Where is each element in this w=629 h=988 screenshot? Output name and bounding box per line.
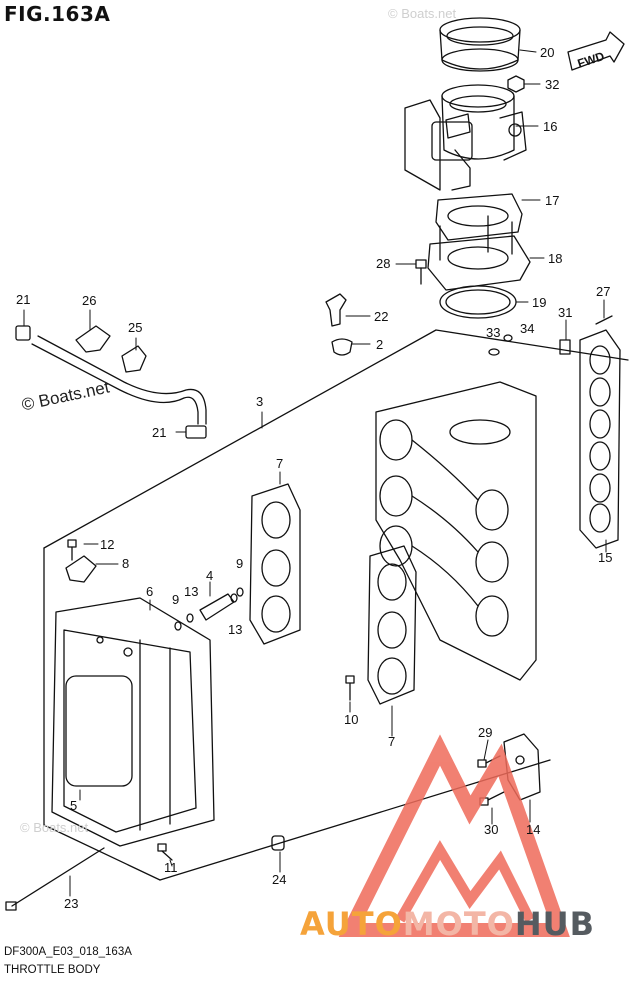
part-7-gasket-lower — [367, 545, 417, 705]
callout-27: 27 — [596, 284, 610, 299]
assembly-boundary-left — [43, 547, 161, 881]
fwd-arrow-icon: FWD — [567, 31, 625, 71]
callout-8: 8 — [122, 556, 129, 571]
brand-part-moto: MOTO — [402, 905, 515, 943]
callout-5: 5 — [70, 798, 77, 813]
part-13-o-ring-left — [186, 613, 194, 623]
callout-13-right: 13 — [228, 622, 242, 637]
part-11-bolt — [157, 843, 173, 861]
callout-4: 4 — [206, 568, 213, 583]
part-15-manifold-gasket — [579, 329, 621, 549]
callout-7-upper: 7 — [276, 456, 283, 471]
part-hose-assembly — [15, 325, 207, 439]
part-28-bolt — [415, 259, 427, 285]
callout-19: 19 — [532, 295, 546, 310]
assembly-boundary-box — [43, 329, 629, 549]
callout-7-lower: 7 — [388, 734, 395, 749]
callout-13-left: 13 — [184, 584, 198, 599]
callout-34: 34 — [520, 321, 534, 336]
callout-3: 3 — [256, 394, 263, 409]
callout-29: 29 — [478, 725, 492, 740]
part-22-elbow-fitting — [325, 293, 347, 327]
part-32-nut — [507, 75, 525, 93]
callout-25: 25 — [128, 320, 142, 335]
brand-part-hub: HUB — [514, 905, 596, 943]
part-20-intake-duct — [439, 17, 521, 72]
callout-24: 24 — [272, 872, 286, 887]
part-24-plug — [271, 835, 285, 851]
callout-28: 28 — [376, 256, 390, 271]
part-12-bolt — [67, 539, 77, 561]
part-16-throttle-body — [404, 84, 527, 191]
part-8-sensor — [65, 555, 97, 583]
part-27-stud — [595, 315, 613, 325]
figure-title: FIG.163A — [4, 2, 111, 26]
part-6-surge-tank — [51, 597, 215, 847]
callout-16: 16 — [543, 119, 557, 134]
callout-23: 23 — [64, 896, 78, 911]
callout-32: 32 — [545, 77, 559, 92]
watermark-faint-top: © Boats.net — [388, 6, 457, 21]
figure-name: THROTTLE BODY — [4, 964, 101, 976]
part-19-o-ring — [439, 285, 517, 319]
callout-20: 20 — [540, 45, 554, 60]
part-9-o-ring-left — [174, 621, 182, 631]
callout-14: 14 — [526, 822, 540, 837]
callout-9-left: 9 — [172, 592, 179, 607]
part-33-washer — [488, 348, 500, 356]
callout-2: 2 — [376, 337, 383, 352]
callout-21-top: 21 — [16, 292, 30, 307]
part-2-plug — [331, 338, 353, 356]
brand-part-auto: AUTO — [300, 905, 403, 943]
callout-12: 12 — [100, 537, 114, 552]
callout-10: 10 — [344, 712, 358, 727]
callout-15: 15 — [598, 550, 612, 565]
callout-labels: 20 32 16 17 18 28 19 21 26 25 22 2 27 31… — [16, 45, 612, 911]
part-31-dowel — [559, 339, 571, 355]
brand-wordmark: AUTOMOTOHUB — [300, 905, 595, 943]
watermark-faint-bottom: © Boats.net — [20, 820, 89, 835]
part-10-bolt — [345, 675, 355, 701]
callout-21-mid: 21 — [152, 425, 166, 440]
part-7-gasket-upper — [249, 483, 301, 645]
part-3-intake-manifold — [375, 381, 537, 681]
callout-26: 26 — [82, 293, 96, 308]
part-13-o-ring-right — [230, 593, 238, 603]
callout-11: 11 — [164, 860, 178, 875]
part-18-adapter — [427, 215, 531, 291]
part-4-pipe — [199, 593, 235, 621]
callout-9-right: 9 — [236, 556, 243, 571]
part-17-gasket — [435, 193, 523, 241]
callout-6: 6 — [146, 584, 153, 599]
callout-17: 17 — [545, 193, 559, 208]
callout-33: 33 — [486, 325, 500, 340]
leader-lines — [23, 49, 607, 897]
callout-18: 18 — [548, 251, 562, 266]
callout-30: 30 — [484, 822, 498, 837]
figure-code: DF300A_E03_018_163A — [4, 946, 132, 958]
callout-31: 31 — [558, 305, 572, 320]
callout-22: 22 — [374, 309, 388, 324]
part-34-seal — [503, 334, 513, 342]
part-23-long-bolt — [5, 847, 105, 911]
part-9-o-ring-right — [236, 587, 244, 597]
brand-triangle-logo — [338, 734, 570, 937]
